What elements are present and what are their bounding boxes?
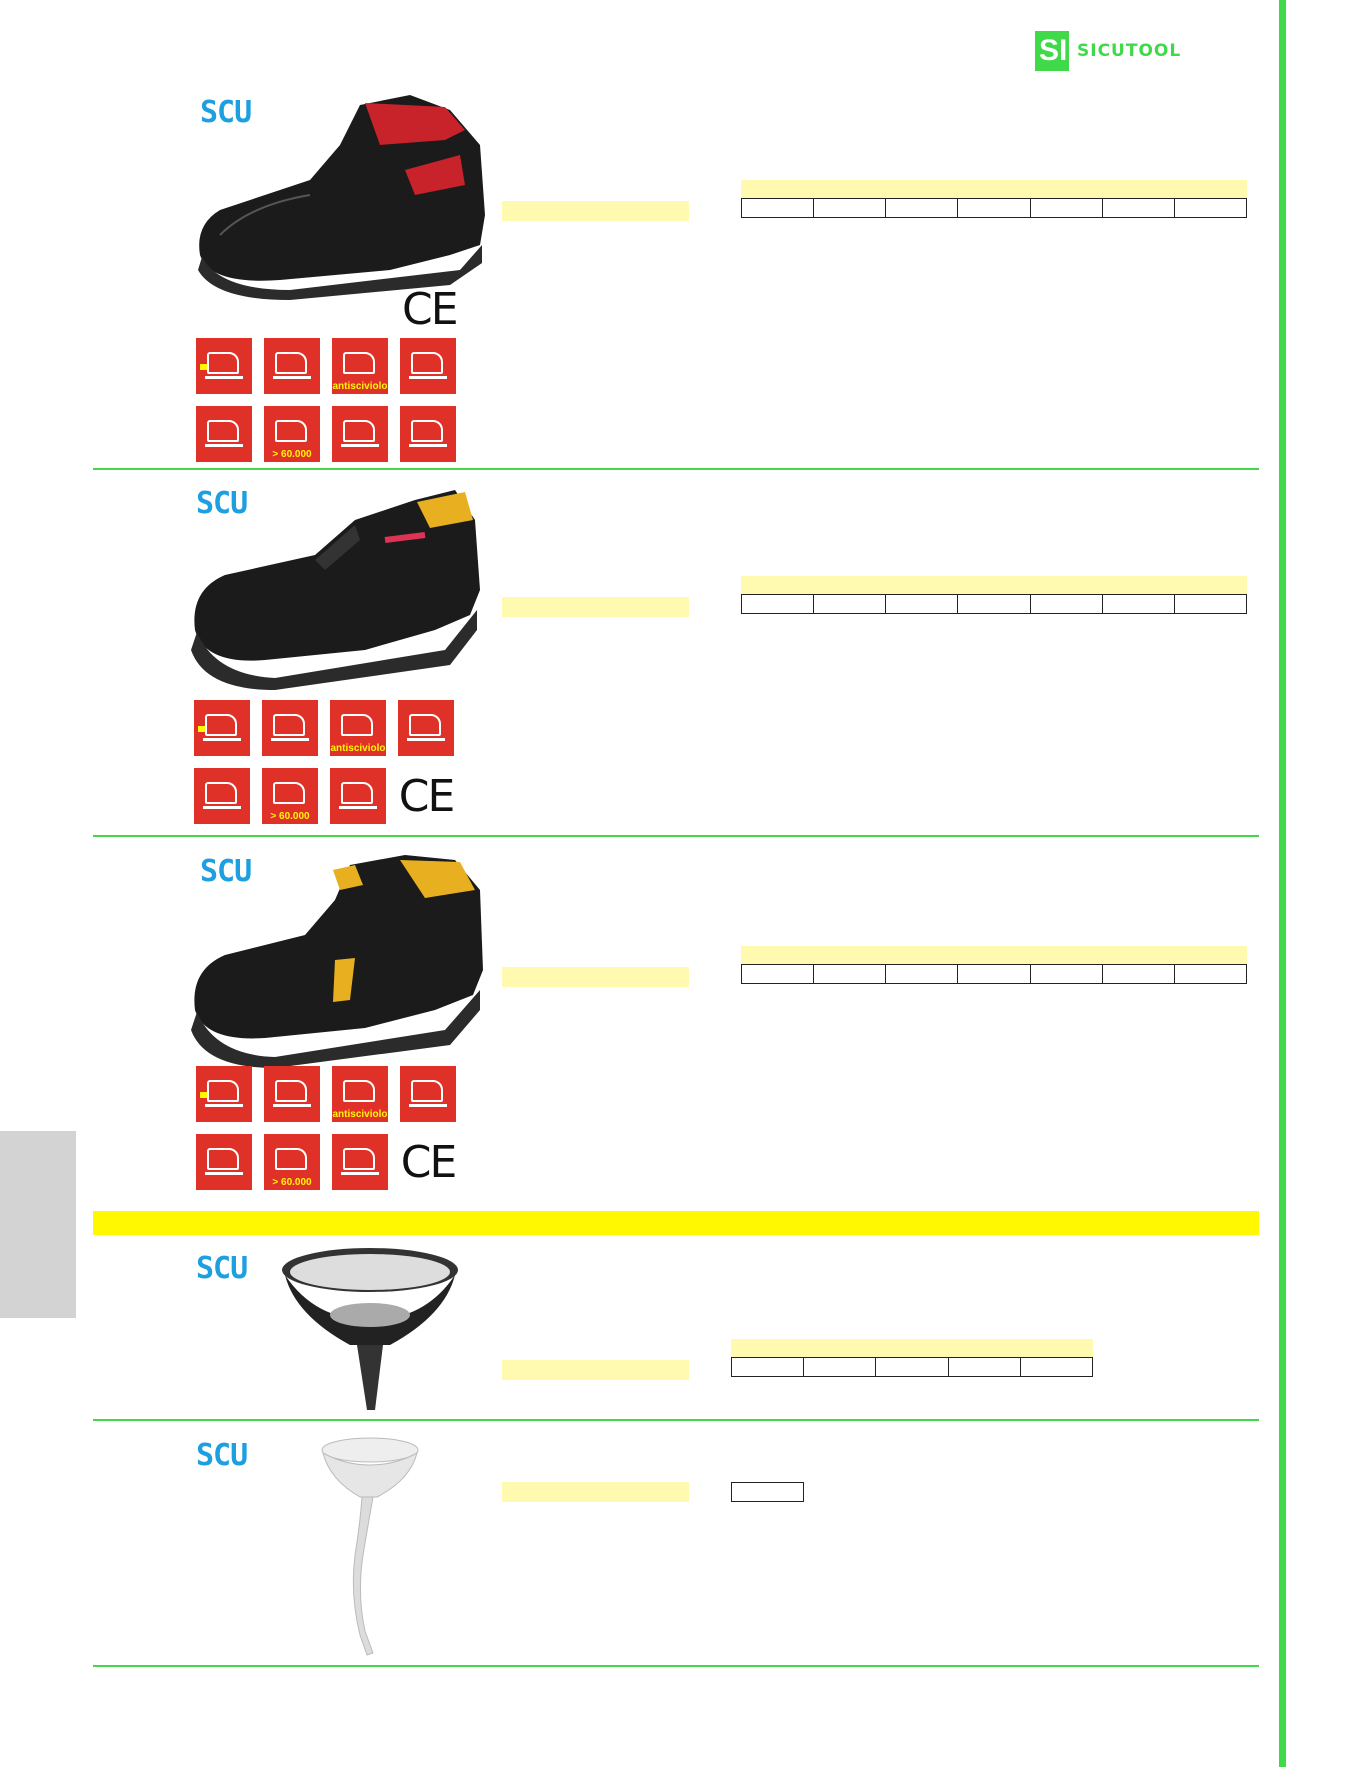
antistatic-icon [194,768,250,824]
product-code-field [502,201,689,221]
product-image-low-shoe [191,490,480,690]
oil-resistant-icon [400,338,456,394]
product-image-plastic-funnel [321,1437,419,1656]
oil-resistant-icon [400,1066,456,1122]
product-code-field [502,597,689,617]
section-divider [93,1665,1259,1667]
product-code-field [502,967,689,987]
spec-table-row [731,1357,1093,1377]
right-edge-bar [1279,0,1286,1767]
puncture-resistant-icon [262,700,318,756]
energy-absorption-icon [332,1134,388,1190]
sicutool-logo-icon: SI [1035,31,1069,71]
spec-table-row [731,1482,804,1502]
ce-mark: CE [398,770,456,822]
puncture-resistant-icon [264,1066,320,1122]
toe-cap-icon [196,1066,252,1122]
section-divider [93,468,1259,470]
heat-resistant-icon [400,406,456,462]
sicutool-logo: SI SICUTOOL [1035,30,1225,72]
section-divider [93,835,1259,837]
spec-table-row [741,964,1247,984]
flex-resistance-icon: > 60.000 [264,1134,320,1190]
brand-label: SCU [196,486,248,521]
ce-mark: CE [402,284,459,335]
spec-table-header [741,576,1247,594]
energy-absorption-icon [330,768,386,824]
ce-mark-cell: CE [400,1134,458,1190]
oil-resistant-icon [398,700,454,756]
spec-table [741,946,1247,984]
brand-label: SCU [200,95,252,130]
spec-table [741,180,1247,218]
spec-table-header [741,180,1247,198]
antistatic-icon [196,406,252,462]
antistatic-icon [196,1134,252,1190]
spec-table [731,1339,1093,1377]
product-code-field [502,1482,689,1502]
category-band [93,1211,1259,1235]
brand-label: SCU [196,1251,248,1286]
product-image-mid-boot [191,855,483,1068]
spec-table [731,1482,804,1502]
ce-mark-cell: CE [398,768,456,824]
flex-resistance-icon: > 60.000 [262,768,318,824]
toe-cap-icon [194,700,250,756]
antislip-icon: antisciviolo [332,1066,388,1122]
flex-resistance-icon: > 60.000 [264,406,320,462]
spec-table-row [741,198,1247,218]
energy-absorption-icon [332,406,388,462]
protection-icons: antisciviolo > 60.000 [196,338,456,462]
spec-table-row [741,594,1247,614]
brand-label: SCU [200,854,252,889]
brand-label: SCU [196,1438,248,1473]
product-image-metal-funnel [282,1248,458,1410]
spec-table-header [741,946,1247,964]
spec-table [741,576,1247,614]
puncture-resistant-icon [264,338,320,394]
section-divider [93,1419,1259,1421]
product-image-high-boot [198,95,485,300]
antislip-icon: antisciviolo [330,700,386,756]
product-code-field [502,1360,689,1380]
protection-icons: antisciviolo > 60.000 CE [194,700,456,824]
spec-table-header [731,1339,1093,1357]
protection-icons: antisciviolo > 60.000 CE [196,1066,458,1190]
toe-cap-icon [196,338,252,394]
side-tab [0,1131,76,1318]
ce-mark: CE [400,1136,458,1188]
antislip-icon: antisciviolo [332,338,388,394]
logo-text: SICUTOOL [1077,41,1182,61]
